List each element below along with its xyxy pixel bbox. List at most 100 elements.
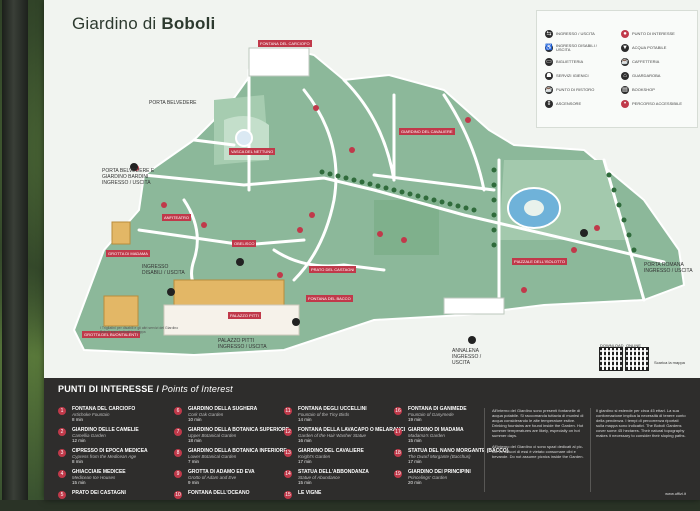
cloakroom-icon: ⌂	[621, 71, 629, 80]
poi-number: 16	[394, 407, 402, 415]
poi-time: 18 min	[188, 438, 202, 443]
poi-name-en: Knight's Garden	[298, 454, 331, 459]
lawn-central	[374, 200, 439, 255]
label-red: PALAZZO PITTI	[228, 312, 261, 319]
poi-time: 15 min	[72, 480, 86, 485]
label-plain: PORTA BELVEDERE	[149, 100, 197, 106]
poi-number: 19	[394, 470, 402, 478]
map-sign-board: Giardino di Boboli FONTANA DEL CARCIOFO …	[44, 0, 700, 500]
limonaia	[443, 297, 505, 315]
label-plain: PORTA ROMANA INGRESSO / USCITA	[644, 262, 693, 274]
poi-name-en: Grotto of Adam and Eve	[188, 475, 237, 480]
sign-post	[2, 0, 28, 500]
info-extent-text: Il giardino si estende per circa 45 etta…	[596, 408, 686, 438]
path-icon: •	[621, 99, 629, 108]
poi-time: 15 min	[298, 480, 312, 485]
poi-name-en: Garden of the Hair Washer Statue	[298, 433, 366, 438]
label-red: PIAZZALE DELL'ISOLOTTO	[512, 258, 567, 265]
map-legend: ⇆INGRESSO / USCITA ♿INGRESSO DISABILI / …	[536, 10, 698, 128]
poi-number: 12	[284, 428, 292, 436]
poi-heading-en: Points of Interest	[161, 384, 233, 394]
legend-label: BIGLIETTERIA	[556, 58, 584, 64]
title-bold: Boboli	[161, 14, 216, 33]
poi-name: GIARDINO DELLE CAMELIE	[72, 427, 139, 433]
info-picnic: All'interno del Giardino ci sono spazi d…	[492, 444, 584, 459]
poi-name: GROTTA DI ADAMO ED EVA	[188, 469, 255, 475]
poi-name: STATUA DEL NANO MORGANTE (BACCO)	[408, 448, 509, 454]
poi-number: 4	[58, 470, 66, 478]
poi-name-en: Upper Botanical Garden	[188, 433, 237, 438]
qr-code-online[interactable]	[625, 347, 649, 371]
poi-number: 3	[58, 449, 66, 457]
label-plain: PORTA BELVEDERE E GIARDINO BARDINI INGRE…	[102, 168, 155, 186]
qr-label: DOWNLOAD	[600, 343, 624, 348]
poi-name: STATUA DELL'ABBONDANZA	[298, 469, 369, 475]
poi-name: GIARDINO DELLA BOTANICA SUPERIORE	[188, 427, 289, 433]
palazzo-pitti-building	[173, 279, 285, 307]
legend-label: PUNTO DI RISTORO	[556, 86, 595, 92]
legend-item: ⇕ASCENSORE	[545, 99, 611, 108]
legend-label: INGRESSO / USCITA	[556, 30, 595, 36]
poi-name-en: Statue of Abundance	[298, 475, 340, 480]
poi-number: 17	[394, 428, 402, 436]
poi-item: 15 LE VIGNE	[284, 490, 405, 511]
poi-name-en: Madama's Garden	[408, 433, 445, 438]
poi-name: GIARDINO DELLA BOTANICA INFERIORE	[188, 448, 287, 454]
label-red: PRATO DEL CASTAGNI	[309, 266, 357, 273]
label-red: ANFITEATRO	[162, 214, 192, 221]
poi-name-en: Fountain of the Tiny Birds	[298, 412, 350, 417]
poi-heading: PUNTI DI INTERESSE / Points of Interest	[58, 384, 233, 394]
label-plain: ANNALENA INGRESSO / USCITA	[452, 348, 482, 366]
label-red: GROTTA DI MADAMA	[106, 250, 150, 257]
poi-name: FONTANA DEL CARCIOFO	[72, 406, 136, 412]
label-red: FONTANA DEL CARCIOFO	[258, 40, 312, 47]
poi-time: 7 min	[188, 459, 200, 464]
amphitheatre-obelisk	[235, 129, 253, 147]
poi-time: 16 min	[298, 438, 312, 443]
poi-name: PRATO DEI CASTAGNI	[72, 490, 126, 496]
poi-name-en: Fountain of Ganymede	[408, 412, 454, 417]
legend-item: ☕PUNTO DI RISTORO	[545, 85, 611, 94]
website-url[interactable]: www.uffizi.it	[665, 491, 686, 496]
label-plain: INGRESSO DISABILI / USCITA	[142, 264, 185, 276]
qr-code-download[interactable]	[599, 347, 623, 371]
poi-name: FONTANA DELL'OCEANO	[188, 490, 250, 496]
poi-name: GIARDINO DELLA SUGHERA	[188, 406, 258, 412]
divider	[484, 408, 485, 492]
legend-label: GUARDAROBA	[632, 72, 661, 78]
qr-label: ONLINE	[626, 343, 641, 348]
poi-number: 15	[284, 491, 292, 499]
poi-number: 18	[394, 449, 402, 457]
poi-name: LE VIGNE	[298, 490, 322, 496]
legend-label: PERCORSO ACCESSIBILE	[632, 100, 683, 106]
palazzo-pitti-wing	[163, 304, 300, 336]
qr-caption: Scarica la mappa	[654, 360, 685, 365]
poi-name: FONTANA DELLA LAVACAPO O MELARANCI	[298, 427, 406, 433]
poi-name-en: Princelings' Garden	[408, 475, 448, 480]
legend-item: ♿INGRESSO DISABILI / USCITA	[545, 43, 611, 52]
small-building	[111, 221, 131, 245]
poi-name-en: Cypress from the Medicean Age	[72, 454, 137, 459]
poi-name-en: Medicean Ice Houses	[72, 475, 116, 480]
map-service-markers	[130, 163, 588, 344]
divider	[590, 408, 591, 492]
poi-time: 8 min	[72, 417, 84, 422]
label-red: GROTTA DEL BUONTALENTI	[82, 331, 140, 338]
label-red: VASCA DEL NETTUNO	[229, 148, 276, 155]
poi-name-en: Cork Oak Garden	[188, 412, 224, 417]
poi-time: 9 min	[188, 480, 200, 485]
poi-time: 15 min	[408, 438, 422, 443]
legend-label: CAFFETTERIA	[632, 58, 660, 64]
ticket-icon: ▭	[545, 57, 553, 66]
poi-number: 6	[174, 407, 182, 415]
